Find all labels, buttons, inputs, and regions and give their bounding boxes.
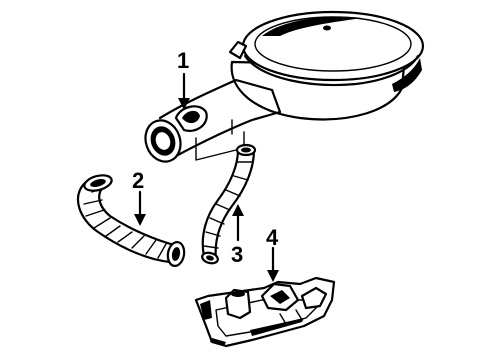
s-shaped-hose — [201, 143, 257, 265]
leader-4 — [267, 246, 279, 282]
callout-3: 3 — [231, 242, 243, 267]
callout-2: 2 — [132, 168, 144, 193]
callout-1: 1 — [177, 48, 189, 73]
air-cleaner-assembly — [144, 10, 425, 163]
callout-4: 4 — [266, 225, 279, 250]
leader-1 — [178, 72, 190, 110]
mounting-bracket — [194, 276, 336, 348]
leader-3 — [232, 204, 244, 242]
leader-2 — [134, 190, 146, 226]
inlet-duct-hose — [76, 174, 186, 267]
